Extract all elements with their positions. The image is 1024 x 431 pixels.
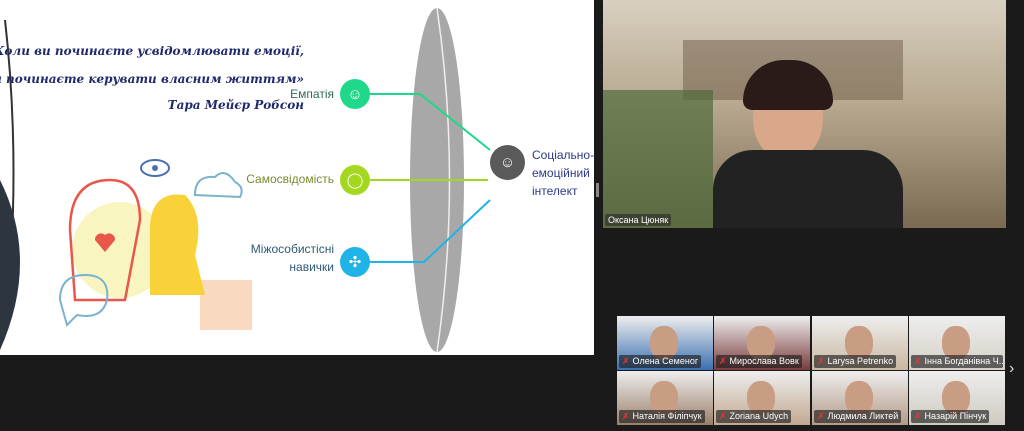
participant-tile[interactable]: ✗Наталія Філіпчук	[617, 371, 713, 425]
participant-name: ✗Інна Богданівна Ч...	[911, 355, 1003, 368]
slide-graphics	[0, 7, 491, 353]
participant-tile[interactable]: ✗Zoriana Udych	[714, 371, 810, 425]
participant-tile[interactable]: ✗Мирослава Вовк	[714, 316, 810, 370]
speaker-hair	[743, 60, 833, 110]
participant-name: ✗Людмила Ликтей	[814, 410, 902, 423]
next-page-chevron-icon[interactable]: ›	[1009, 360, 1015, 377]
participant-face	[650, 326, 678, 360]
interpersonal-label: Міжособистісні навички	[250, 242, 334, 274]
sei-head-icon: ☺	[490, 145, 525, 180]
participant-face	[942, 326, 970, 360]
result-line-1: Соціально-	[532, 148, 594, 162]
connections-icon: ✣	[340, 247, 370, 277]
muted-mic-icon: ✗	[719, 411, 727, 421]
muted-mic-icon: ✗	[622, 356, 630, 366]
participant-face	[845, 326, 873, 360]
self-awareness-label: Самосвідомість	[246, 172, 334, 186]
active-speaker-video[interactable]: Оксана Цюняк	[603, 0, 1006, 228]
participant-name-text: Мирослава Вовк	[729, 356, 799, 366]
participant-name-text: Олена Семеног	[632, 356, 699, 366]
participant-name: ✗Назарій Пінчук	[911, 410, 990, 423]
quote-line-2: ви починаєте керувати власним життям»	[0, 72, 304, 86]
participant-name-text: Наталія Філіпчук	[632, 411, 702, 421]
participant-name-text: Назарій Пінчук	[924, 411, 987, 421]
quote-line-1: «Коли ви починаєте усвідомлювати емоції,	[0, 44, 304, 58]
result-label: Соціально- емоційний інтелект	[532, 146, 594, 200]
muted-mic-icon: ✗	[622, 411, 630, 421]
participant-name: ✗Наталія Філіпчук	[619, 410, 705, 423]
participant-name-text: Людмила Ликтей	[827, 411, 899, 421]
empathy-label: Емпатія	[290, 87, 334, 101]
participant-name-text: Інна Богданівна Ч...	[924, 356, 1003, 366]
muted-mic-icon: ✗	[914, 356, 922, 366]
participant-name: ✗Larysa Petrenko	[814, 355, 897, 368]
emotions-illustration	[58, 159, 252, 330]
participant-name: ✗Zoriana Udych	[716, 410, 792, 423]
participant-tile[interactable]: ✗Олена Семеног	[617, 316, 713, 370]
muted-mic-icon: ✗	[719, 356, 727, 366]
participant-tile[interactable]: ✗Інна Богданівна Ч...	[909, 316, 1005, 370]
participant-name-text: Zoriana Udych	[729, 411, 789, 421]
participant-face	[942, 381, 970, 415]
participant-name-text: Larysa Petrenko	[827, 356, 894, 366]
mirror-icon: ◯	[340, 165, 370, 195]
result-line-2: емоційний	[532, 166, 590, 180]
muted-mic-icon: ✗	[817, 356, 825, 366]
participant-tile[interactable]: ✗Larysa Petrenko	[812, 316, 908, 370]
participant-face	[747, 326, 775, 360]
result-line-3: інтелект	[532, 184, 578, 198]
participant-name: ✗Олена Семеног	[619, 355, 702, 368]
participant-name: ✗Мирослава Вовк	[716, 355, 802, 368]
plant	[603, 90, 713, 228]
participant-tile[interactable]: ✗Назарій Пінчук	[909, 371, 1005, 425]
speaker-body	[713, 150, 903, 228]
participant-face	[845, 381, 873, 415]
muted-mic-icon: ✗	[817, 411, 825, 421]
speaker-name: Оксана Цюняк	[605, 214, 672, 226]
participant-face	[650, 381, 678, 415]
participant-face	[747, 381, 775, 415]
shared-slide: «Коли ви починаєте усвідомлювати емоції,…	[0, 0, 594, 355]
quote-author: Тара Мейєр Робсон	[167, 98, 304, 112]
split-drag-handle[interactable]	[596, 183, 599, 197]
participant-tile[interactable]: ✗Людмила Ликтей	[812, 371, 908, 425]
muted-mic-icon: ✗	[914, 411, 922, 421]
empathy-head-icon: ☺	[340, 79, 370, 109]
